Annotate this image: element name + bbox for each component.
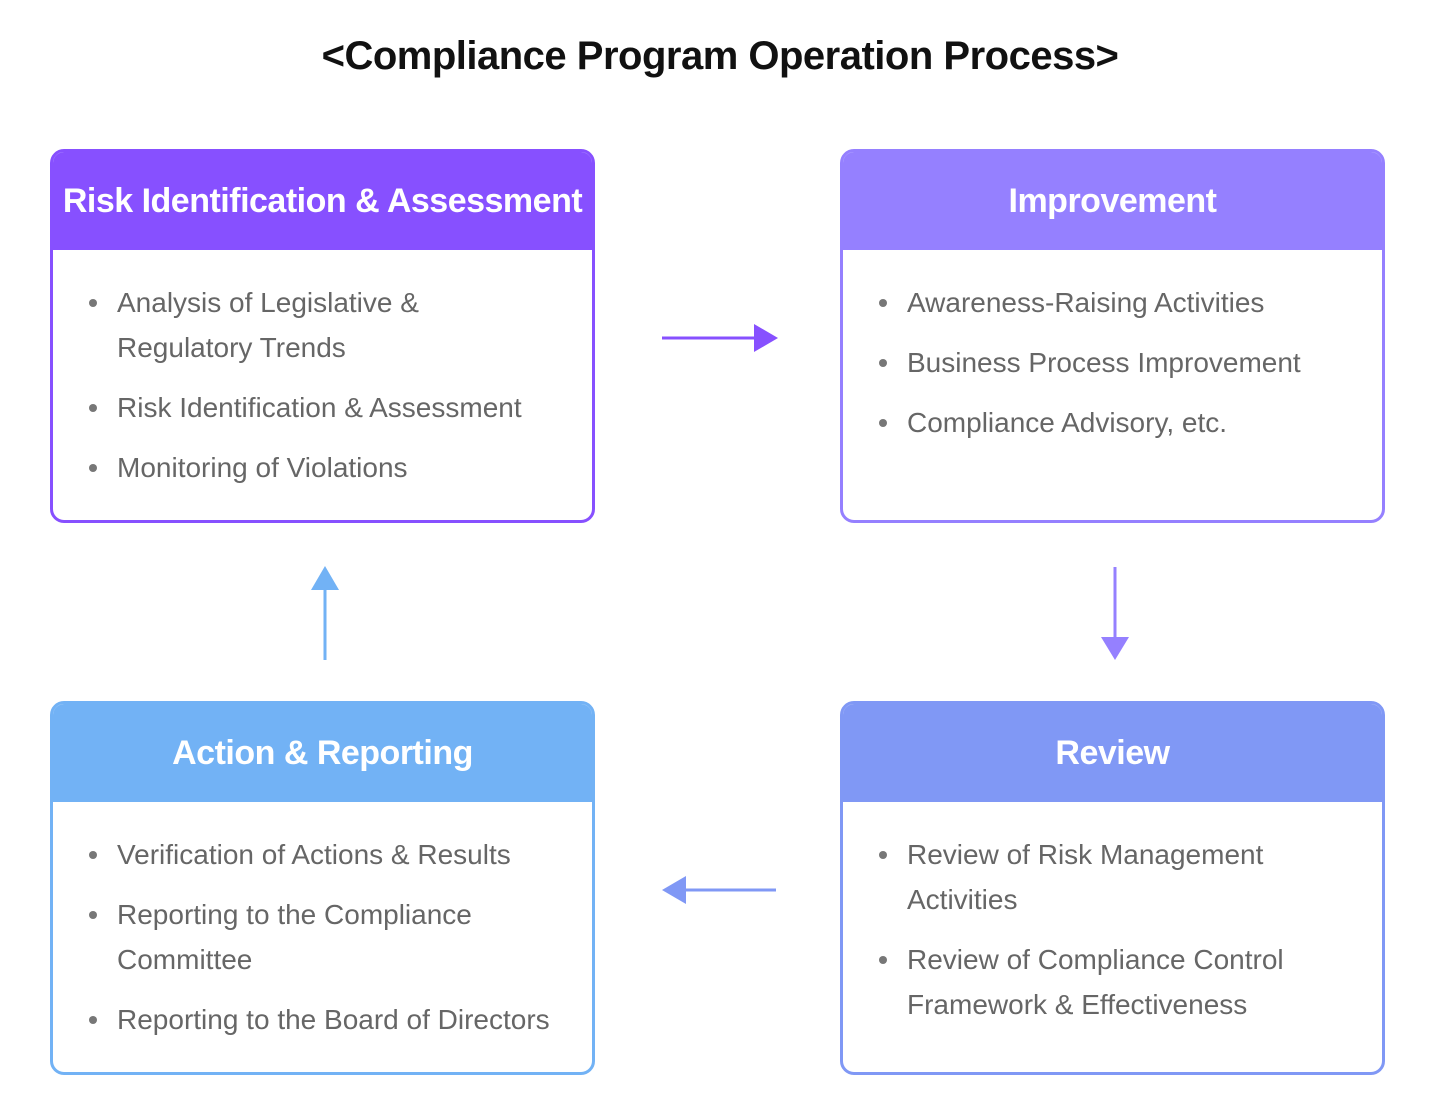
list-item: Analysis of Legislative & Regulatory Tre… — [89, 280, 447, 370]
list-item: Awareness-Raising Activities — [879, 280, 1362, 325]
list-item: Reporting to the Board of Directors — [89, 997, 572, 1042]
step-heading: Review — [843, 704, 1382, 802]
step-items: Verification of Actions & Results Report… — [53, 802, 592, 1042]
step-items: Review of Risk Management Activities Rev… — [843, 802, 1382, 1027]
step-items: Awareness-Raising Activities Business Pr… — [843, 250, 1382, 445]
list-item: Verification of Actions & Results — [89, 832, 572, 877]
step-items: Analysis of Legislative & Regulatory Tre… — [53, 250, 592, 490]
arrow-left-icon — [662, 876, 776, 904]
arrow-right-icon — [662, 324, 778, 352]
list-item: Compliance Advisory, etc. — [879, 400, 1362, 445]
list-item: Review of Compliance Control Framework &… — [879, 937, 1307, 1027]
diagram-title: <Compliance Program Operation Process> — [321, 34, 1119, 78]
list-item: Risk Identification & Assessment — [89, 385, 572, 430]
list-item: Monitoring of Violations — [89, 445, 572, 490]
step-improvement: Improvement Awareness-Raising Activities… — [840, 149, 1385, 523]
list-item: Business Process Improvement — [879, 340, 1362, 385]
step-heading: Improvement — [843, 152, 1382, 250]
step-heading: Risk Identification & Assessment — [53, 152, 592, 250]
step-heading: Action & Reporting — [53, 704, 592, 802]
arrow-down-icon — [1101, 567, 1129, 660]
step-action-reporting: Action & Reporting Verification of Actio… — [50, 701, 595, 1075]
arrow-up-icon — [311, 566, 339, 660]
list-item: Reporting to the Compliance Committee — [89, 892, 497, 982]
step-review: Review Review of Risk Management Activit… — [840, 701, 1385, 1075]
step-risk-identification: Risk Identification & Assessment Analysi… — [50, 149, 595, 523]
list-item: Review of Risk Management Activities — [879, 832, 1287, 922]
